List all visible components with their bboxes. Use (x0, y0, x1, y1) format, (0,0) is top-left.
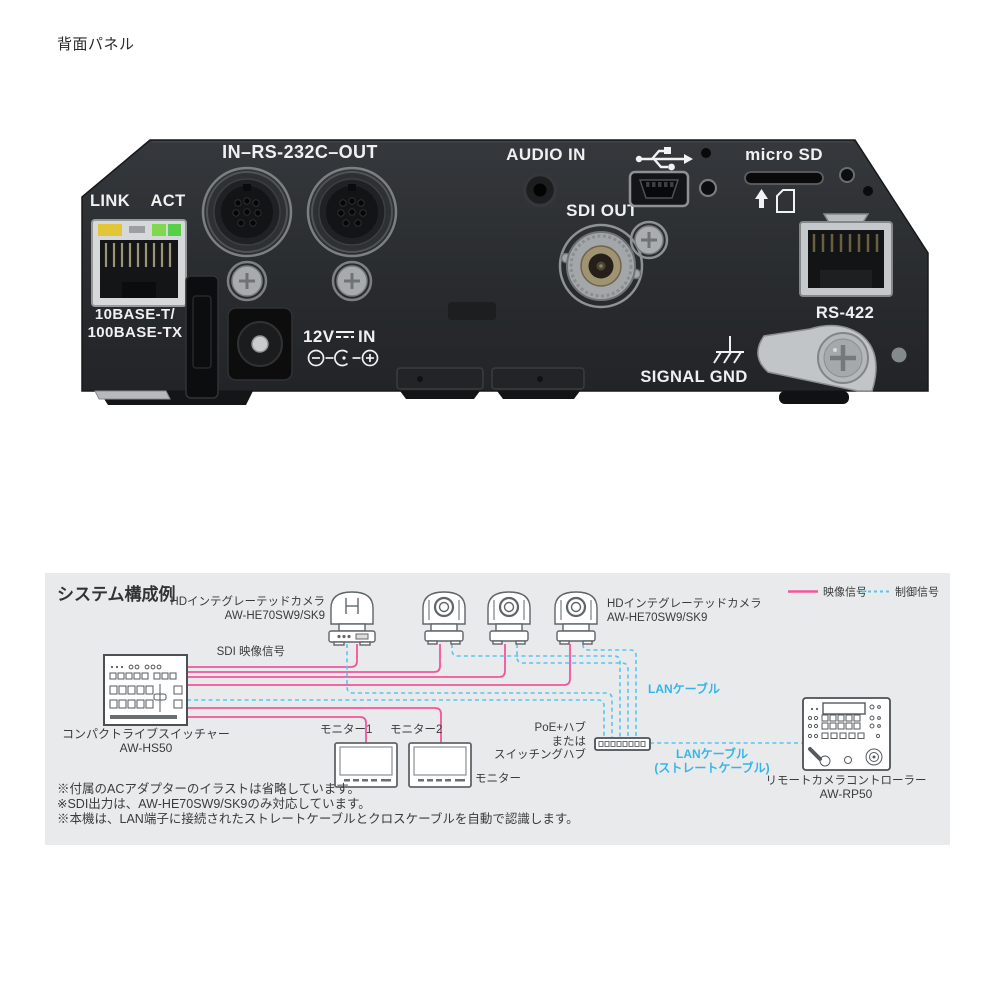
video-signal-lines (187, 644, 571, 743)
bracket-hole (891, 347, 907, 363)
dc-polarity-icon (307, 349, 379, 367)
sdi-out-label: SDI OUT (566, 201, 638, 220)
controller-label-1: リモートカメラコントローラー (766, 774, 927, 787)
diagram-title: システム構成例 (57, 584, 176, 604)
rs232c-section: IN–RS-232C–OUT (201, 142, 398, 302)
lan-cable-label: LANケーブル (648, 681, 720, 696)
system-diagram: システム構成例 映像信号 制御信号 (45, 573, 950, 845)
signal-gnd-label: SIGNAL GND (640, 368, 747, 386)
dc-jack (227, 307, 293, 381)
rs422-port: RS-422 (799, 213, 893, 322)
legend: 映像信号 制御信号 (788, 585, 939, 599)
camera-right-label-1: HDインテグレーテッドカメラ (607, 596, 762, 610)
note-1: ※付属のACアダプターのイラストは省略しています。 (57, 781, 360, 796)
camera-left-label-1: HDインテグレーテッドカメラ (170, 594, 325, 608)
monitor-2 (408, 742, 472, 788)
hub-label-3: スイッチングハブ (494, 747, 586, 761)
panel-recess (448, 302, 496, 320)
control-signal-lines (187, 644, 803, 744)
switcher-label-2: AW-HS50 (120, 741, 173, 755)
audio-in-label: AUDIO IN (506, 145, 586, 164)
panel-hole-rimmed (698, 178, 718, 198)
camera-left-label-2: AW-HE70SW9/SK9 (225, 610, 325, 622)
lan-pins (104, 243, 172, 267)
camera-3 (487, 591, 531, 645)
lan-led-green2 (168, 224, 181, 236)
micro-sd-label: micro SD (745, 145, 823, 164)
lan-latch (185, 275, 219, 399)
camera-right-label-2: AW-HE70SW9/SK9 (607, 612, 707, 624)
dc-label: 12V IN (303, 327, 379, 367)
rs232c-label: IN–RS-232C–OUT (222, 142, 378, 162)
camera-1 (328, 591, 376, 646)
monitor2-label: モニター2 (390, 723, 442, 736)
rs232c-in-screw (231, 265, 263, 297)
dc-in-label: IN (358, 327, 376, 346)
usb-port (628, 170, 690, 208)
tab-screw (417, 376, 423, 382)
legend-control-label: 制御信号 (895, 585, 939, 599)
controller-label-2: AW-RP50 (820, 787, 873, 801)
camera-4 (554, 591, 598, 645)
sd-arrow-icon (755, 189, 768, 208)
switcher-controls (109, 664, 183, 719)
sdi-screw (634, 225, 664, 255)
lan-label-strip (129, 226, 145, 233)
monitor1-label: モニター1 (320, 723, 372, 736)
rear-panel-photo: LINK ACT 10BASE-T/ 100BASE-TX IN–RS-232C… (81, 139, 929, 405)
lan-port: LINK ACT 10BASE-T/ 100BASE-TX (88, 192, 187, 341)
rs422-pins (812, 234, 879, 252)
rs232c-in-port (201, 166, 293, 302)
ethernet-label-2: 100BASE-TX (88, 324, 183, 341)
rs422-label: RS-422 (816, 304, 874, 322)
lan-straight-label-1: LANケーブル (676, 746, 748, 761)
rs232c-out-port (306, 166, 398, 302)
sdi-signal-label: SDI 映像信号 (217, 645, 285, 658)
switcher-label-1: コンパクトライブスイッチャー (62, 726, 230, 741)
hub (594, 737, 651, 751)
panel-foot-left (94, 390, 171, 400)
dc-symbol-icon (336, 331, 354, 338)
note-3: ※本機は、LAN端子に接続されたストレートケーブルとクロスケーブルを自動で認識し… (57, 811, 579, 826)
mounting-bracket (757, 324, 907, 392)
page-title: 背面パネル (57, 36, 135, 53)
rs232c-out-screw (336, 265, 368, 297)
tab-screw (537, 376, 543, 382)
monitor-label: モニター (475, 772, 521, 785)
panel-foot-mid (497, 391, 580, 399)
lan-led-yellow (98, 224, 122, 236)
signal-gnd: SIGNAL GND (640, 336, 747, 386)
camera-2 (422, 591, 466, 645)
bracket-screw (817, 332, 869, 384)
act-label: ACT (150, 192, 185, 210)
panel-foot-mid (400, 391, 480, 399)
panel-chassis (81, 139, 929, 392)
ground-icon (713, 336, 744, 364)
sdi-out-bnc: SDI OUT (558, 201, 669, 309)
monitor-1 (334, 742, 398, 788)
micro-sd-slot: micro SD (744, 145, 824, 213)
usb-section (628, 147, 693, 208)
switcher (103, 654, 188, 726)
panel-hole (863, 186, 873, 196)
usb-icon (635, 147, 693, 171)
panel-hole-rimmed (839, 167, 855, 183)
panel-tab (396, 367, 484, 390)
link-label: LINK (90, 192, 130, 210)
panel-hole (701, 148, 711, 158)
panel-foot-right (779, 391, 849, 404)
hub-label-1: PoE+ハブ (535, 720, 587, 734)
footnotes: ※付属のACアダプターのイラストは省略しています。 ※SDI出力は、AW-HE7… (57, 781, 579, 826)
legend-video-label: 映像信号 (823, 586, 867, 599)
note-2: ※SDI出力は、AW-HE70SW9/SK9のみ対応しています。 (57, 797, 371, 811)
dc-volt-label: 12V (303, 327, 335, 346)
controller (802, 697, 891, 771)
ethernet-label-1: 10BASE-T/ (95, 306, 176, 323)
controller-controls (807, 702, 883, 767)
sd-card-icon (776, 189, 795, 213)
lan-straight-label-2: (ストレートケーブル) (654, 760, 769, 775)
audio-in-jack: AUDIO IN (506, 145, 586, 208)
hub-label-2: または (552, 735, 587, 748)
lan-led-green (152, 224, 166, 236)
